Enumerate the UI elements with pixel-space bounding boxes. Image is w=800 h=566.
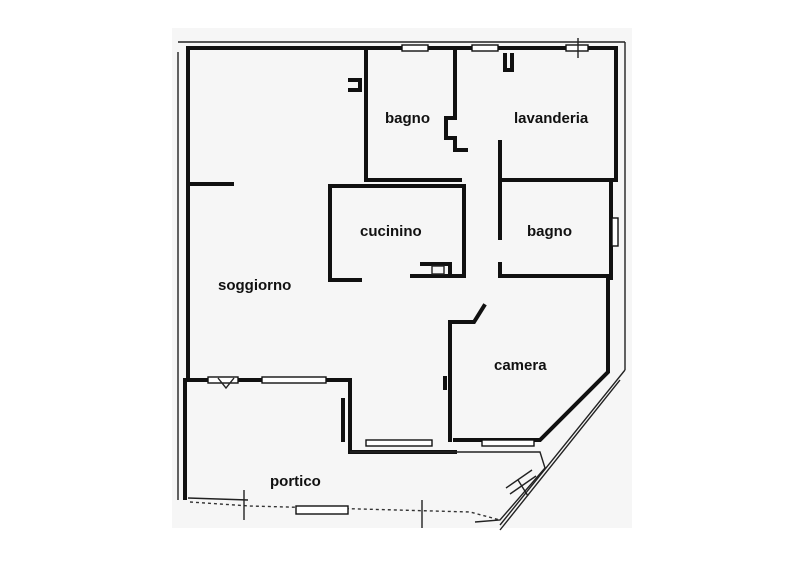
room-label-bagno-1: bagno xyxy=(385,110,430,127)
room-label-soggiorno: soggiorno xyxy=(218,277,291,294)
room-label-bagno-2: bagno xyxy=(527,223,572,240)
room-label-cucinino: cucinino xyxy=(360,223,422,240)
top-windows xyxy=(401,38,589,58)
room-label-lavanderia: lavanderia xyxy=(514,110,589,127)
room-label-camera: camera xyxy=(494,357,547,374)
room-label-portico: portico xyxy=(270,473,321,490)
room-labels: bagno lavanderia cucinino bagno soggiorn… xyxy=(218,110,589,490)
portico-outline xyxy=(187,451,546,528)
interior-walls xyxy=(186,48,614,454)
lower-openings xyxy=(207,217,619,447)
outer-boundary xyxy=(177,41,626,531)
